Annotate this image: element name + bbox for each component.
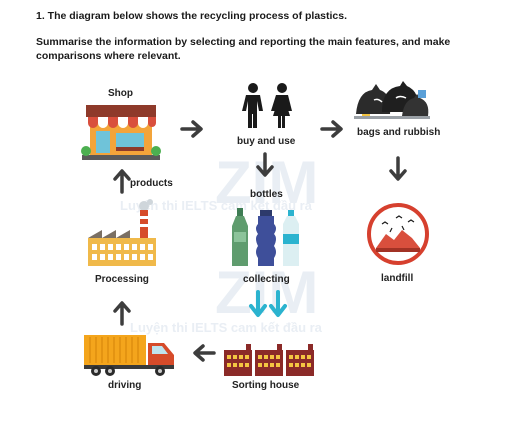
label-collecting: collecting [243, 274, 290, 285]
question-instructions: Summarise the information by selecting a… [36, 36, 451, 62]
arrow-sorting-to-driving [193, 344, 216, 362]
label-driving: driving [108, 380, 142, 391]
label-bottles: bottles [250, 189, 283, 200]
label-buy-and-use: buy and use [237, 136, 296, 147]
arrow-bags-to-landfill [389, 156, 407, 181]
rubbish-bags-icon [354, 81, 430, 119]
arrow-shop-to-buy [180, 120, 203, 138]
shop-icon [81, 105, 161, 160]
label-shop: Shop [108, 88, 133, 99]
landfill-icon [367, 203, 429, 265]
label-landfill: landfill [381, 273, 414, 284]
question-title: 1. The diagram below shows the recycling… [36, 10, 348, 22]
arrow-processing-to-shop [113, 169, 131, 194]
label-products: products [130, 178, 173, 189]
sorting-house-icon [224, 344, 314, 376]
arrow-buy-to-bags [320, 120, 343, 138]
arrow-buy-to-bottles [256, 152, 274, 177]
arrow-driving-to-processing [113, 301, 131, 326]
label-bags-and-rubbish: bags and rubbish [357, 127, 441, 138]
label-processing: Processing [95, 274, 149, 285]
factory-icon [88, 199, 156, 266]
arrows-collecting-to-sorting [249, 290, 287, 317]
people-icon [242, 83, 292, 128]
label-sorting-house: Sorting house [232, 380, 300, 391]
truck-icon [84, 335, 174, 376]
bottles-icon [232, 208, 299, 266]
